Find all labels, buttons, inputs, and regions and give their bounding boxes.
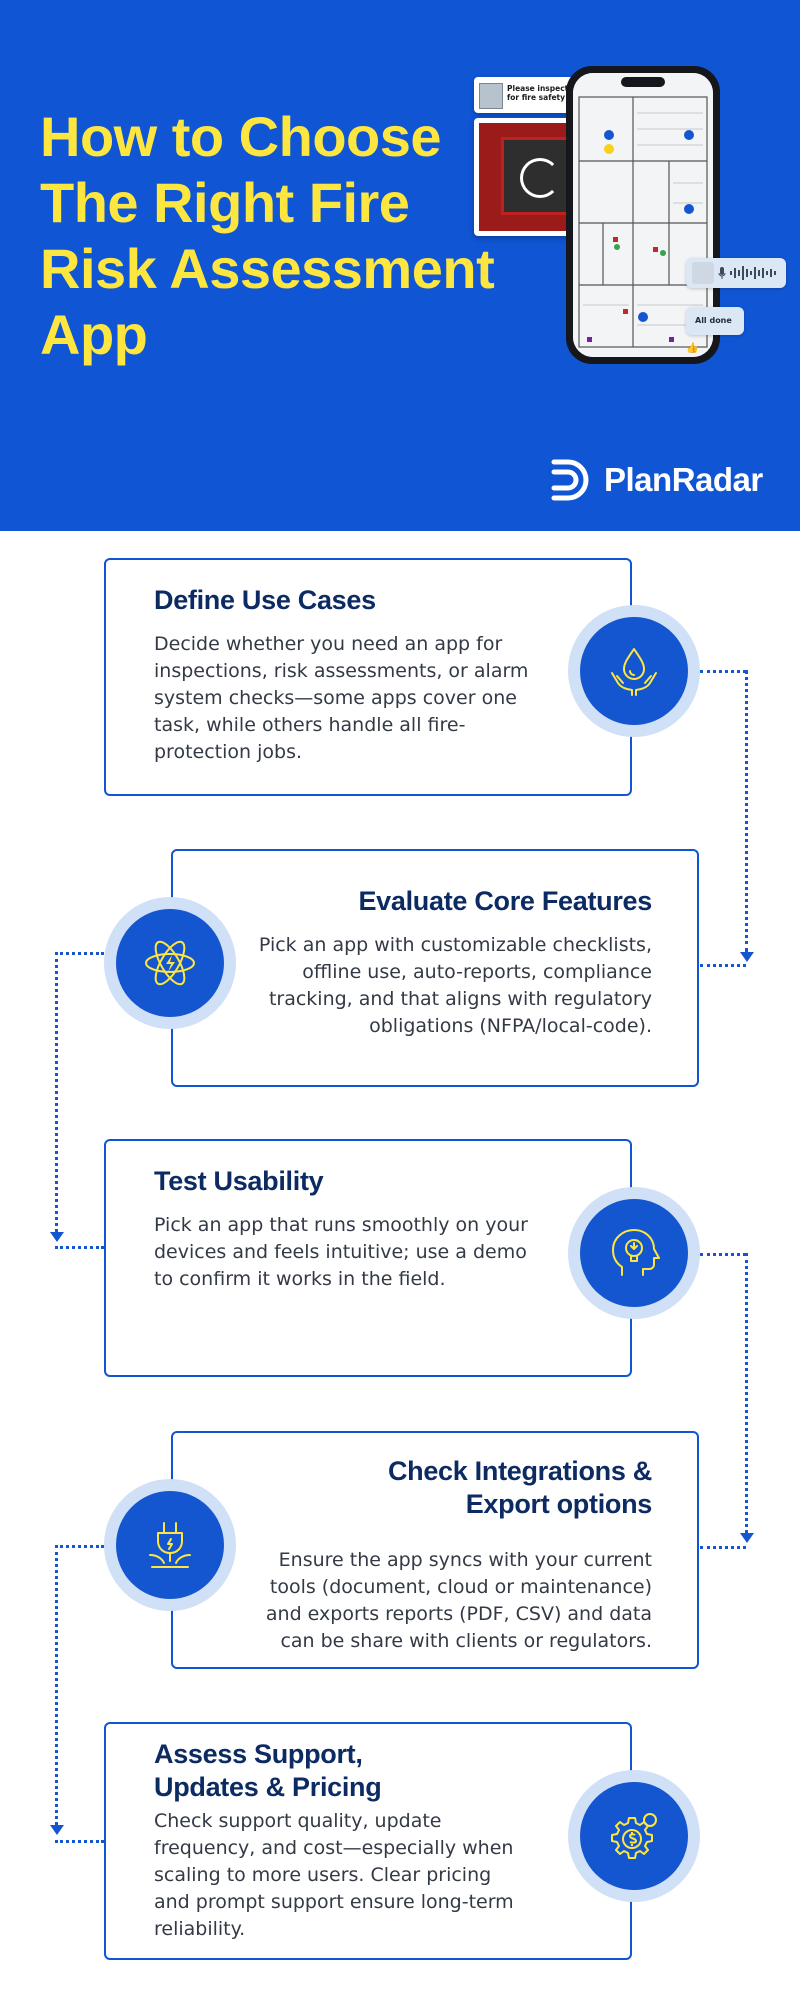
dotted-connector — [745, 1253, 748, 1533]
step-card-define-use-cases: Define Use Cases Decide whether you need… — [104, 558, 632, 796]
dotted-connector — [55, 1840, 104, 1843]
step-description: Ensure the app syncs with your current t… — [265, 1549, 652, 1652]
dotted-connector — [55, 952, 104, 955]
microphone-waveform-icon — [718, 266, 776, 280]
step-card-check-integrations: Check Integrations & Export options Ensu… — [171, 1431, 699, 1669]
gear-dollar-icon — [611, 1813, 657, 1859]
arrow-down-icon — [740, 1533, 754, 1543]
hands-water-drop-icon — [611, 648, 657, 696]
planradar-logo-icon — [551, 459, 589, 501]
step-badge — [568, 1187, 700, 1319]
arrow-down-icon — [50, 1825, 64, 1835]
dotted-connector — [55, 952, 58, 1232]
logo-text: PlanRadar — [604, 461, 763, 498]
step-title: Test Usability — [154, 1166, 324, 1196]
dotted-connector — [700, 1253, 746, 1256]
step-badge — [568, 605, 700, 737]
step-title: Define Use Cases — [154, 585, 376, 615]
step-title: Evaluate Core Features — [358, 886, 652, 916]
step-title: Assess Support, Updates & Pricing — [154, 1739, 382, 1802]
atom-icon — [145, 940, 195, 986]
arrow-down-icon — [740, 952, 754, 962]
step-badge — [104, 897, 236, 1029]
dotted-connector — [700, 1546, 746, 1549]
step-card-evaluate-core-features: Evaluate Core Features Pick an app with … — [171, 849, 699, 1087]
step-description: Pick an app with customizable checklists… — [258, 934, 652, 1037]
avatar — [479, 83, 503, 109]
planradar-logo: PlanRadar — [550, 455, 763, 505]
step-description: Pick an app that runs smoothly on your d… — [154, 1214, 528, 1290]
phone-mockup — [566, 66, 720, 364]
dotted-connector — [55, 1246, 104, 1249]
page-title: How to Choose The Right Fire Risk Assess… — [40, 105, 495, 366]
avatar — [692, 262, 714, 284]
step-card-assess-support: Assess Support, Updates & Pricing Check … — [104, 1722, 632, 1960]
arrow-down-icon — [50, 1232, 64, 1242]
thumbs-up-icon: 👍 — [686, 343, 699, 354]
dotted-connector — [55, 1545, 58, 1825]
header-banner: How to Choose The Right Fire Risk Assess… — [0, 0, 800, 531]
head-lightbulb-icon — [612, 1229, 660, 1276]
step-card-test-usability: Test Usability Pick an app that runs smo… — [104, 1139, 632, 1377]
dotted-connector — [745, 670, 748, 952]
step-description: Decide whether you need an app for inspe… — [154, 633, 529, 763]
step-title: Check Integrations & Export options — [387, 1456, 652, 1519]
dotted-connector — [700, 964, 746, 967]
plug-icon — [149, 1522, 191, 1568]
step-badge — [104, 1479, 236, 1611]
floor-plan-screen — [573, 73, 713, 357]
step-badge — [568, 1770, 700, 1902]
dotted-connector — [55, 1545, 104, 1548]
chat-message: Please inspect cables for fire safety si… — [507, 84, 600, 102]
step-description: Check support quality, update frequency,… — [154, 1810, 514, 1940]
dotted-connector — [700, 670, 746, 673]
done-message: All done 👍 — [686, 307, 744, 354]
loading-spinner-icon — [520, 158, 560, 198]
voice-message — [686, 258, 786, 288]
